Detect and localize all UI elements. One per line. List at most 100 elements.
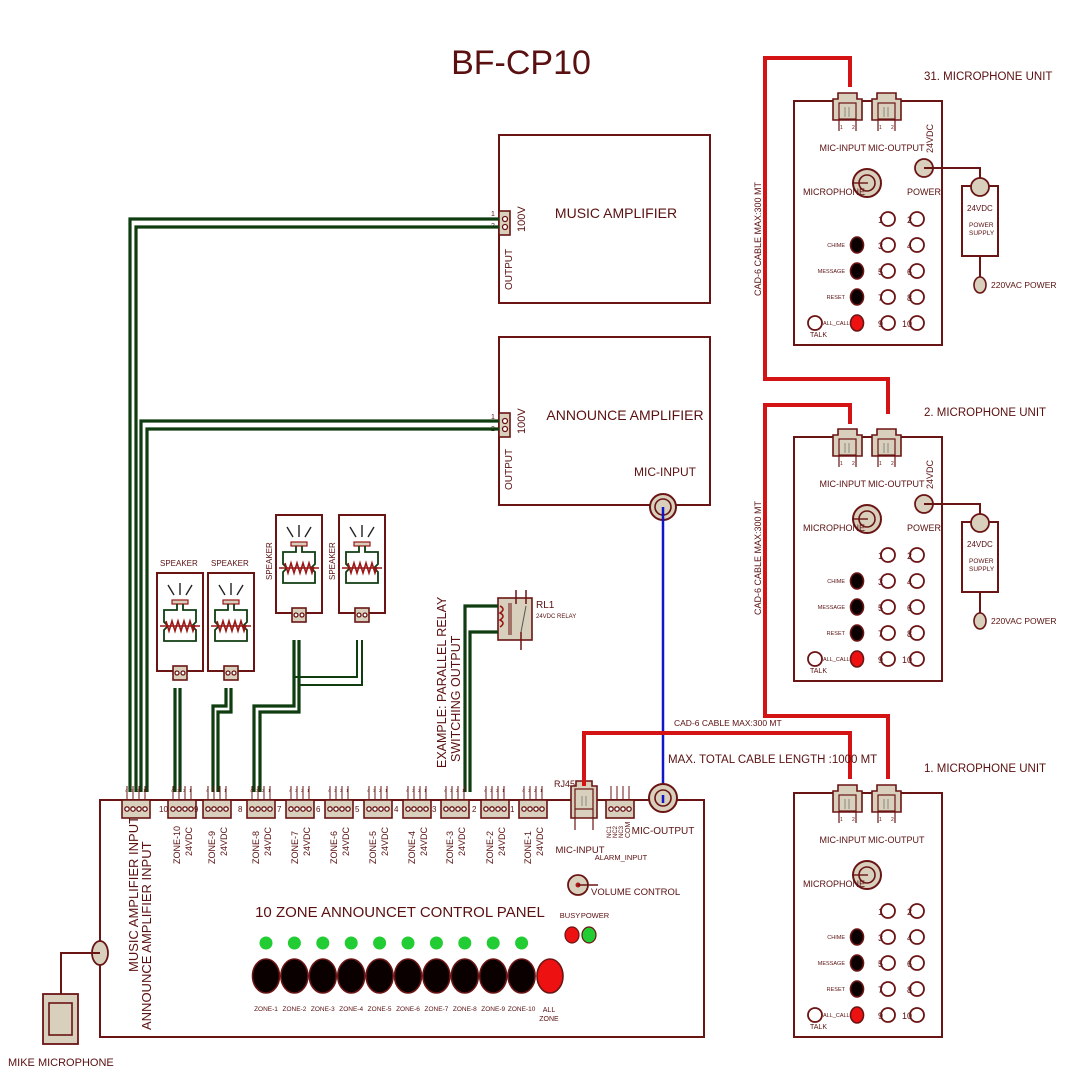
mic-unit-zone-button[interactable] (880, 1007, 896, 1023)
zone-button[interactable] (280, 958, 309, 994)
microphone-label: MICROPHONE (803, 879, 865, 889)
reset-button[interactable] (849, 980, 865, 998)
message-button[interactable] (849, 954, 865, 972)
zone-button[interactable] (336, 958, 366, 994)
mic-unit-zone-number: 1 (878, 907, 883, 917)
mic-unit-zone-button[interactable] (880, 315, 896, 331)
zone-button[interactable] (393, 958, 423, 994)
mic-unit-zone-button[interactable] (880, 625, 896, 641)
zone-button[interactable] (251, 958, 281, 994)
mic-unit-zone-button[interactable] (909, 651, 925, 667)
mic-unit-input-label: MIC-INPUT (820, 143, 867, 153)
all-call-button[interactable] (849, 1006, 865, 1024)
chime-button[interactable] (849, 572, 865, 590)
mike-microphone[interactable] (42, 940, 109, 1045)
mic-unit-zone-button[interactable] (909, 1007, 925, 1023)
terminal-pin-label: 2 (262, 788, 265, 793)
chime-button[interactable] (849, 928, 865, 946)
mic-unit-zone-number: 1 (878, 551, 883, 561)
mic-unit-zone-button[interactable] (909, 929, 925, 945)
chime-button[interactable] (849, 236, 865, 254)
mic-unit-zone-button[interactable] (880, 289, 896, 305)
mic-unit-zone-button[interactable] (880, 211, 896, 227)
mic-unit-zone-button[interactable] (909, 903, 925, 919)
mic-unit-zone-button[interactable] (909, 237, 925, 253)
mic-unit-zone-button[interactable] (880, 955, 896, 971)
mic-unit-zone-button[interactable] (909, 625, 925, 641)
zone-button[interactable] (507, 958, 536, 994)
mic-unit-zone-button[interactable] (909, 981, 925, 997)
mic-unit-zone-button[interactable] (880, 599, 896, 615)
alarm-input-terminal[interactable] (605, 786, 635, 819)
all-call-button-label: ALL_CALL (823, 321, 850, 327)
terminal-pin-label: 3 (450, 788, 453, 793)
mic-unit-zone-button[interactable] (909, 599, 925, 615)
message-button[interactable] (849, 262, 865, 280)
talk-button[interactable] (807, 651, 823, 667)
zone-button[interactable] (450, 958, 480, 994)
mic-unit-zone-button[interactable] (880, 547, 896, 563)
mic-unit-zone-number: 5 (878, 603, 883, 613)
mic-unit-zone-button[interactable] (909, 955, 925, 971)
speaker-label: SPEAKER (265, 542, 274, 580)
mic-unit-zone-button[interactable] (909, 263, 925, 279)
talk-button[interactable] (807, 1007, 823, 1023)
mic-unit-zone-button[interactable] (909, 289, 925, 305)
volume-control-knob[interactable] (567, 874, 598, 896)
mic-unit-zone-button[interactable] (909, 573, 925, 589)
terminal-pin-label: 2 (183, 788, 186, 793)
zone-button[interactable] (308, 958, 338, 994)
mic-unit-zone-button[interactable] (909, 547, 925, 563)
terminal-pin-label: 4 (125, 788, 128, 793)
mic-unit-zone-button[interactable] (880, 573, 896, 589)
alarm-pin-com: COM (625, 822, 632, 839)
mic-unit-zone-button[interactable] (880, 237, 896, 253)
zone-led (316, 936, 330, 950)
all-call-button[interactable] (849, 314, 865, 332)
all-zone-button[interactable] (536, 958, 564, 994)
message-button[interactable] (849, 598, 865, 616)
mic-unit-zone-button[interactable] (880, 263, 896, 279)
mic-unit-zone-button[interactable] (880, 651, 896, 667)
terminal-pin-label: 1 (462, 788, 465, 793)
mike-microphone-label: MIKE MICROPHONE (8, 1057, 114, 1069)
mic-unit-zone-button[interactable] (880, 929, 896, 945)
zone-terminal-zone-label: ZONE-3 (445, 831, 455, 864)
zone-button[interactable] (422, 958, 451, 994)
psu-voltage-label: 24VDC (967, 540, 993, 549)
mic-unit-zone-button[interactable] (880, 903, 896, 919)
zone-button-label: ZONE-5 (368, 1006, 392, 1013)
talk-label: TALK (810, 332, 827, 339)
reset-button[interactable] (849, 288, 865, 306)
mic-unit-zone-button[interactable] (909, 211, 925, 227)
rj45-mic-input[interactable]: RJ45 (554, 779, 598, 830)
announce-amplifier-label: ANNOUNCE AMPLIFIER (546, 407, 703, 423)
relay-name: RL1 (536, 600, 555, 611)
mic-unit-zone-button[interactable] (909, 315, 925, 331)
mic-unit-zone-button[interactable] (880, 981, 896, 997)
talk-button[interactable] (807, 315, 823, 331)
all-call-button[interactable] (849, 650, 865, 668)
reset-button[interactable] (849, 624, 865, 642)
zone-terminal-number: 2 (472, 805, 477, 814)
zone-button[interactable] (365, 958, 394, 994)
zone-button[interactable] (478, 958, 508, 994)
alarm-pin-nc1: NC1 (607, 825, 613, 838)
